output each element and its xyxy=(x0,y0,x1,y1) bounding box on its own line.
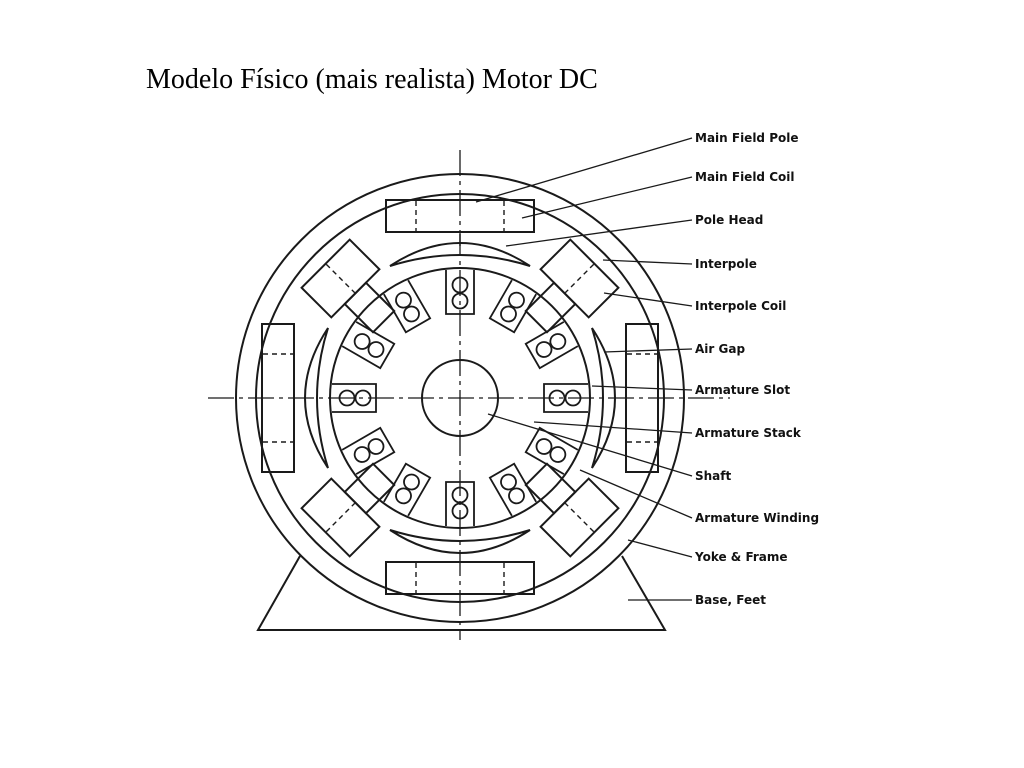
armature-slots xyxy=(332,270,588,526)
slide-title: Modelo Físico (mais realista) Motor DC xyxy=(146,64,598,95)
part-labels: Main Field Pole Main Field Coil Pole Hea… xyxy=(694,131,819,607)
interpole-top-left xyxy=(300,238,396,334)
label-base-feet: Base, Feet xyxy=(695,593,766,607)
label-interpole-coil: Interpole Coil xyxy=(695,299,786,313)
base-feet xyxy=(256,555,667,631)
label-armature-slot: Armature Slot xyxy=(695,383,790,397)
label-armature-winding: Armature Winding xyxy=(695,511,819,525)
center-lines xyxy=(208,150,730,640)
label-air-gap: Air Gap xyxy=(695,342,745,356)
interpole-bottom-left xyxy=(300,462,396,558)
label-interpole: Interpole xyxy=(695,257,757,271)
label-pole-head: Pole Head xyxy=(695,213,763,227)
leader-lines xyxy=(475,137,693,601)
label-main-field-pole: Main Field Pole xyxy=(695,131,799,145)
label-shaft: Shaft xyxy=(695,469,732,483)
interpole-top-right xyxy=(524,238,620,334)
interpole-bottom-right xyxy=(524,462,620,558)
label-armature-stack: Armature Stack xyxy=(695,426,802,440)
label-yoke-frame: Yoke & Frame xyxy=(694,550,788,564)
label-main-field-coil: Main Field Coil xyxy=(695,170,794,184)
